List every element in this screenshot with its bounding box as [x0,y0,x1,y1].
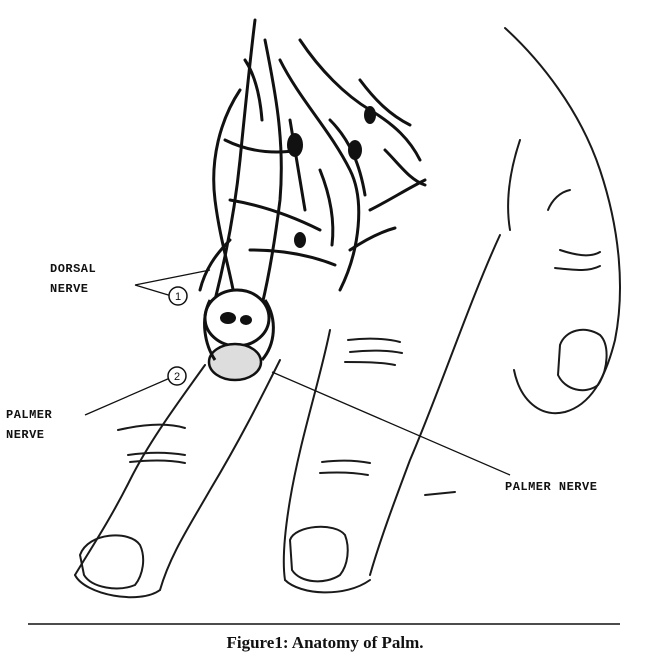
hand-outline [504,27,621,415]
palmer-nerve-right-label: PALMER NERVE [505,480,597,494]
marker-1: 1 [168,286,188,306]
dorsal-nerve-label-line1: DORSAL [50,262,96,276]
svg-text:2: 2 [174,371,180,383]
palmer-nerve-left-label-line1: PALMER [6,408,53,422]
svg-text:1: 1 [175,291,181,303]
marker-2: 2 [167,366,187,386]
index-finger [74,359,281,599]
leader-lines [84,269,511,476]
nerve-blobs [287,106,376,248]
palmer-nerve-left-label-line2: NERVE [6,428,45,442]
figure-caption: Figure1: Anatomy of Palm. [226,633,423,652]
dorsal-nerve-label-line2: NERVE [50,282,89,296]
middle-finger [282,234,501,594]
palmer-nerve-left-leader [84,377,171,416]
palmer-nerve-right-leader [271,371,511,476]
bone-cross-section [203,288,275,382]
nerve-network [198,18,427,307]
